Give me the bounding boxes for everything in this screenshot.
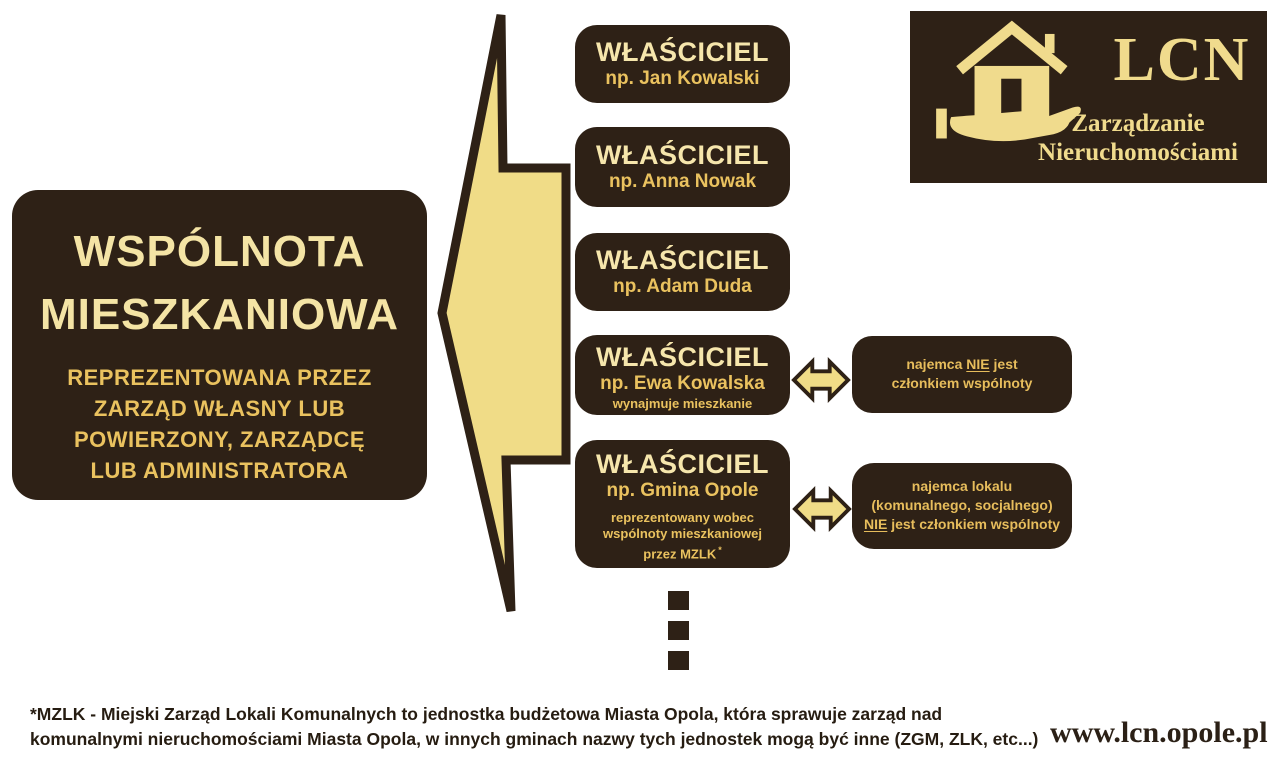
owner-box-jan-kowalski: WŁAŚCICIEL np. Jan Kowalski — [575, 25, 790, 103]
tenant-note-box-2: najemca lokalu (komunalnego, socjalnego)… — [852, 463, 1072, 549]
owner-example: np. Ewa Kowalska — [600, 373, 765, 394]
logo-tagline-line1: Zarządzanie — [1071, 110, 1205, 137]
tenant-note-line: najemca NIE jest — [906, 356, 1018, 372]
owner-title: WŁAŚCICIEL — [596, 449, 769, 479]
logo-tagline-line2: Nieruchomościami — [1038, 139, 1238, 166]
logo-tagline: Zarządzanie Nieruchomościami — [1015, 109, 1261, 167]
owner-note-line: reprezentowany wobec — [610, 510, 755, 525]
tenant-note-line: (komunalnego, socjalnego) — [871, 497, 1053, 513]
owner-example: np. Jan Kowalski — [605, 68, 760, 89]
owner-note-line: wspólnoty mieszkaniowej — [603, 526, 762, 541]
community-subtitle-line: LUB ADMINISTRATORA — [90, 458, 349, 483]
underlined-nie: NIE — [966, 356, 990, 372]
underlined-nie: NIE — [863, 516, 888, 532]
community-subtitle-line: ZARZĄD WŁASNY LUB — [93, 396, 346, 421]
community-title-line2: MIESZKANIOWA — [39, 290, 400, 339]
ellipsis-dot — [668, 591, 689, 610]
ellipsis-dot — [668, 621, 689, 640]
big-left-arrow-icon — [437, 14, 571, 613]
footnote-line1: *MZLK - Miejski Zarząd Lokali Komunalnyc… — [30, 704, 943, 724]
ellipsis-dot — [668, 651, 689, 670]
owner-title: WŁAŚCICIEL — [596, 245, 769, 275]
owner-note: wynajmuje mieszkanie — [612, 396, 753, 411]
double-arrow-icon — [792, 485, 852, 533]
owner-box-adam-duda: WŁAŚCICIEL np. Adam Duda — [575, 233, 790, 311]
community-subtitle-line: REPREZENTOWANA PRZEZ — [67, 365, 372, 390]
tenant-note-line: NIE jest członkiem wspólnoty — [863, 516, 1061, 532]
lcn-logo: LCN Zarządzanie Nieruchomościami — [910, 11, 1267, 183]
owner-title: WŁAŚCICIEL — [596, 140, 769, 170]
owner-title: WŁAŚCICIEL — [596, 37, 769, 67]
owner-note-block: reprezentowany wobec wspólnoty mieszkani… — [575, 510, 790, 562]
tenant-note-box-1: najemca NIE jest członkiem wspólnoty — [852, 336, 1072, 413]
owner-example: np. Anna Nowak — [608, 171, 757, 192]
footnote-line2: komunalnymi nieruchomościami Miasta Opol… — [30, 729, 1039, 749]
footnote-asterisk: * — [718, 545, 722, 555]
owner-box-ewa-kowalska: WŁAŚCICIEL np. Ewa Kowalska wynajmuje mi… — [575, 335, 790, 415]
tenant-note-line: członkiem wspólnoty — [891, 375, 1033, 391]
community-subtitle-line: POWIERZONY, ZARZĄDCĘ — [73, 427, 366, 452]
double-arrow-icon — [791, 356, 851, 404]
mzlk-footnote: *MZLK - Miejski Zarząd Lokali Komunalnyc… — [30, 702, 1038, 752]
tenant-note-line: najemca lokalu — [911, 478, 1013, 494]
community-box: WSPÓLNOTA MIESZKANIOWA REPREZENTOWANA PR… — [12, 190, 427, 500]
community-title-line1: WSPÓLNOTA — [73, 227, 366, 276]
owner-note-line: przez MZLK* — [643, 545, 722, 562]
owner-box-gmina-opole: WŁAŚCICIEL np. Gmina Opole reprezentowan… — [575, 440, 790, 568]
owner-example: np. Gmina Opole — [606, 480, 759, 501]
owner-title: WŁAŚCICIEL — [596, 342, 769, 372]
ellipsis-dots-icon — [668, 591, 689, 681]
owner-box-anna-nowak: WŁAŚCICIEL np. Anna Nowak — [575, 127, 790, 207]
community-subtitle: REPREZENTOWANA PRZEZ ZARZĄD WŁASNY LUB P… — [12, 362, 427, 486]
logo-name: LCN — [1113, 26, 1251, 94]
house-in-hand-icon — [936, 20, 1081, 142]
owner-example: np. Adam Duda — [613, 276, 752, 297]
website-url: www.lcn.opole.pl — [1050, 716, 1268, 749]
